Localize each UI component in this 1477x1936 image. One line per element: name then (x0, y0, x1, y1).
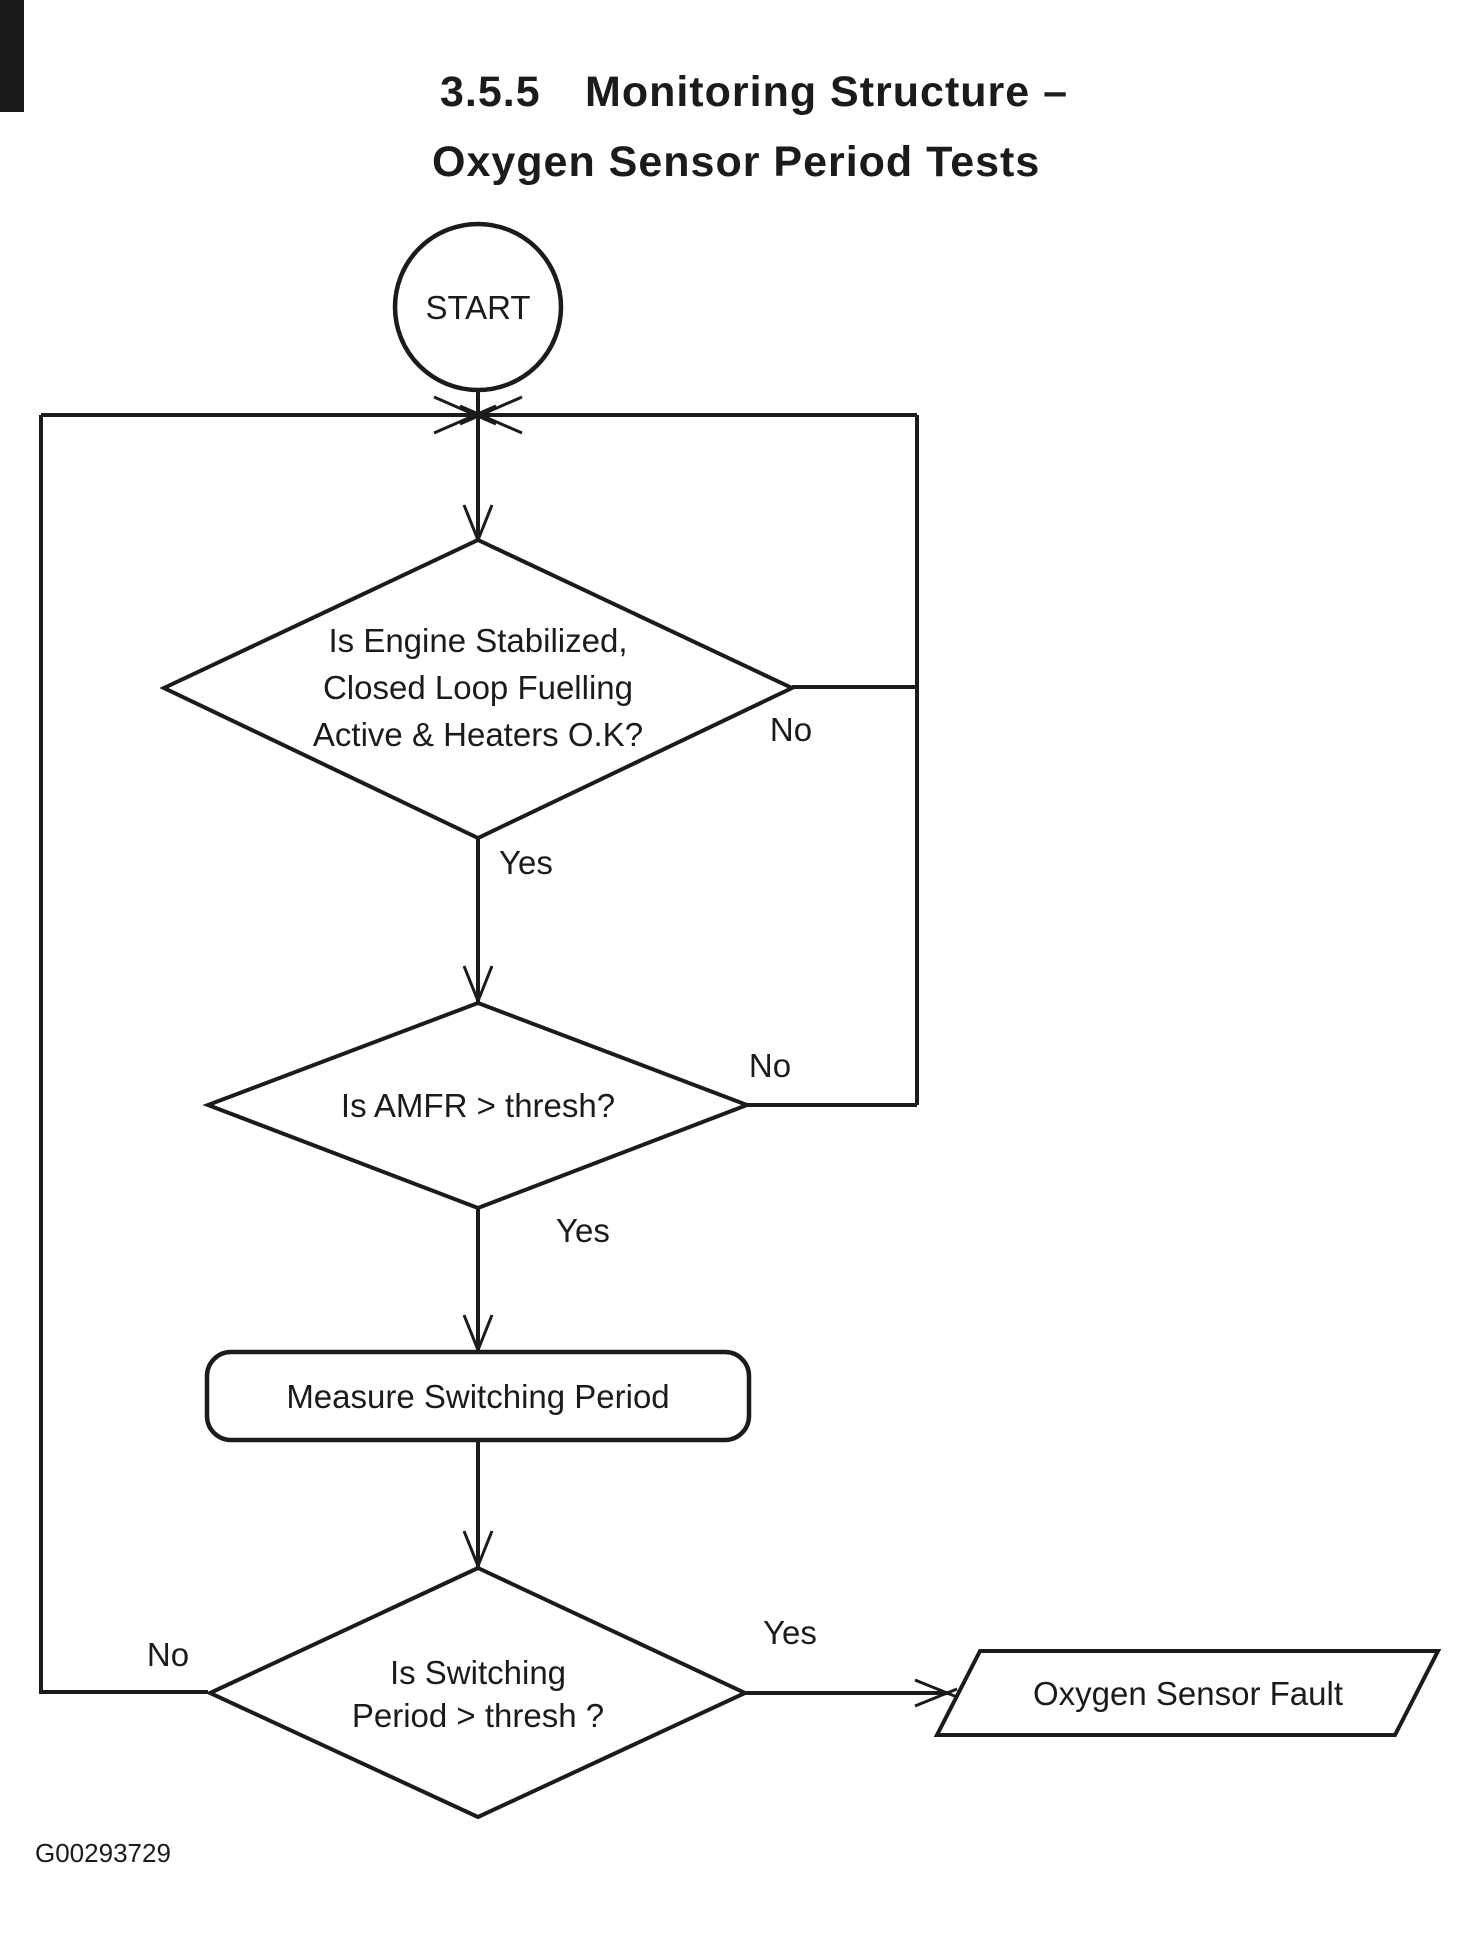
decision-amfr-yes-label: Yes (556, 1212, 610, 1249)
title-section-number: 3.5.5 (440, 68, 541, 116)
output-fault-node: Oxygen Sensor Fault (933, 1649, 1442, 1737)
process-measure-node: Measure Switching Period (204, 1349, 752, 1443)
title-line-2: Oxygen Sensor Period Tests (432, 138, 1040, 186)
decision-amfr-node: Is AMFR > thresh? (202, 1000, 753, 1211)
decision-engine-text-line-2: Closed Loop Fuelling (323, 669, 633, 706)
decision-engine-yes-label: Yes (499, 844, 553, 881)
decision-amfr-no-label: No (749, 1047, 791, 1084)
merge-arrowhead-from-right (459, 395, 523, 435)
decision-amfr-text: Is AMFR > thresh? (341, 1087, 615, 1124)
scan-artifact-mark (0, 0, 24, 112)
decision-period-no-label: No (147, 1636, 189, 1673)
start-label: START (425, 289, 530, 326)
output-fault-text: Oxygen Sensor Fault (1033, 1675, 1343, 1712)
start-node: START (392, 221, 564, 393)
decision-period-text-line-2: Period > thresh ? (352, 1697, 604, 1734)
decision-period-node: Is Switching Period > thresh ? (205, 1565, 750, 1820)
decision-period-shape (205, 1565, 750, 1820)
figure-id-label: G00293729 (35, 1838, 171, 1868)
output-fault-shape (933, 1649, 1442, 1737)
decision-engine-node: Is Engine Stabilized, Closed Loop Fuelli… (159, 537, 797, 841)
decision-period-yes-label: Yes (763, 1614, 817, 1651)
merge-arrowhead-from-left (433, 395, 497, 435)
decision-engine-no-label: No (770, 711, 812, 748)
no-return-rail-left (39, 415, 208, 1694)
decision-period-text-line-1: Is Switching (390, 1654, 566, 1691)
decision-engine-text-line-3: Active & Heaters O.K? (313, 716, 643, 753)
title-line-1: Monitoring Structure – (585, 68, 1068, 116)
decision-engine-text-line-1: Is Engine Stabilized, (328, 622, 627, 659)
arrowhead-into-output-fault (914, 1678, 958, 1708)
process-measure-text: Measure Switching Period (286, 1378, 669, 1415)
